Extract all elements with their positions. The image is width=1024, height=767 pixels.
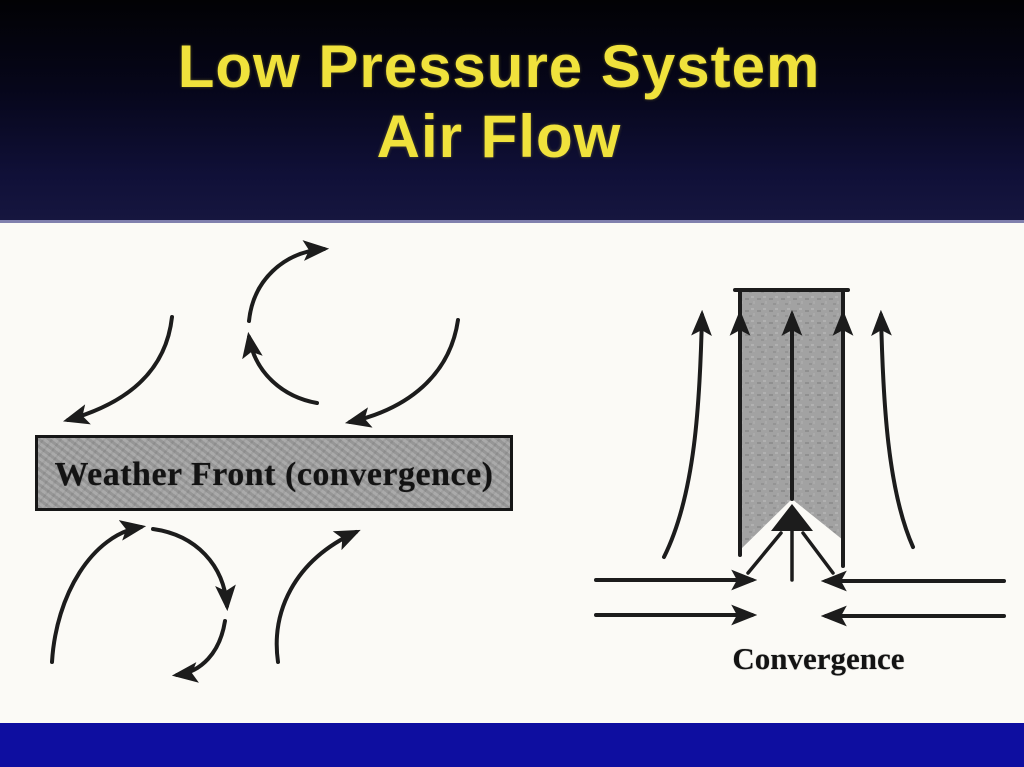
right-convergence-diagram [594, 288, 1006, 627]
diagram-panel: Weather Front (convergence) Convergence [0, 223, 1024, 723]
updraft-arrow-outer-right [871, 309, 915, 549]
loop-segment-rise [50, 520, 147, 664]
slide-title-line2: Air Flow [376, 102, 622, 170]
convergence-label: Convergence [732, 641, 905, 676]
inflow-arc-arrow-upper-right [344, 318, 460, 428]
apex-arrowhead [771, 504, 813, 531]
slide-title: Low Pressure System Air Flow [0, 32, 1011, 171]
convergence-fan-line-left [746, 531, 783, 575]
inflow-arc-arrow-lower-right [274, 529, 361, 664]
loop-segment-curl [171, 619, 227, 683]
diagram-canvas [50, 240, 1006, 683]
weather-front-box: Weather Front (convergence) [35, 435, 513, 511]
inflow-arc-arrow-upper-left [62, 315, 174, 425]
convergence-apex-arrow [771, 504, 813, 582]
loop-segment-descend [151, 527, 236, 612]
left-circulation-diagram [50, 240, 460, 683]
slide-title-line1: Low Pressure System [177, 33, 821, 100]
rotation-arc-arrow-top [247, 240, 330, 323]
rotation-arc-arrow-left [242, 331, 319, 405]
slide-header: Low Pressure System Air Flow [0, 0, 1024, 223]
updraft-arrow-outer-left [662, 309, 712, 559]
circulation-loop-arrow-lower-left [50, 520, 236, 683]
convergence-fan-line-right [801, 531, 835, 575]
footer-bar [0, 723, 1024, 767]
weather-front-label: Weather Front (convergence) [54, 456, 494, 493]
